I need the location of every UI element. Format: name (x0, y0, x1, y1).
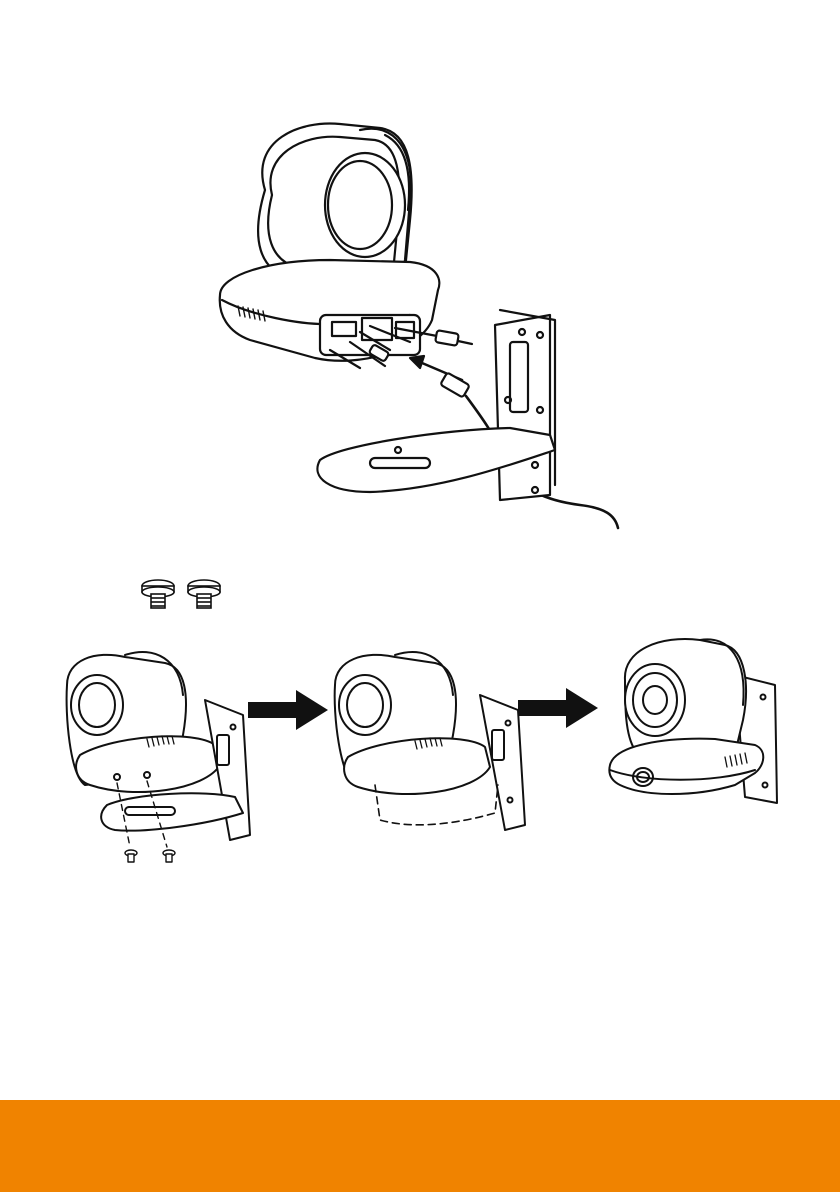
step3-camera-mounted-figure (605, 625, 790, 810)
step2-camera-on-bracket-figure (320, 635, 530, 835)
arrow-right-icon (518, 688, 598, 728)
screw-icon (142, 580, 174, 608)
step1-screw-into-bracket-figure (55, 635, 265, 870)
camera-bracket-connection-figure (210, 110, 630, 540)
footer-bar (0, 1100, 840, 1192)
arrow-right-icon (248, 690, 328, 730)
screw-icon (188, 580, 220, 608)
thumb-screws-figure (138, 578, 224, 612)
